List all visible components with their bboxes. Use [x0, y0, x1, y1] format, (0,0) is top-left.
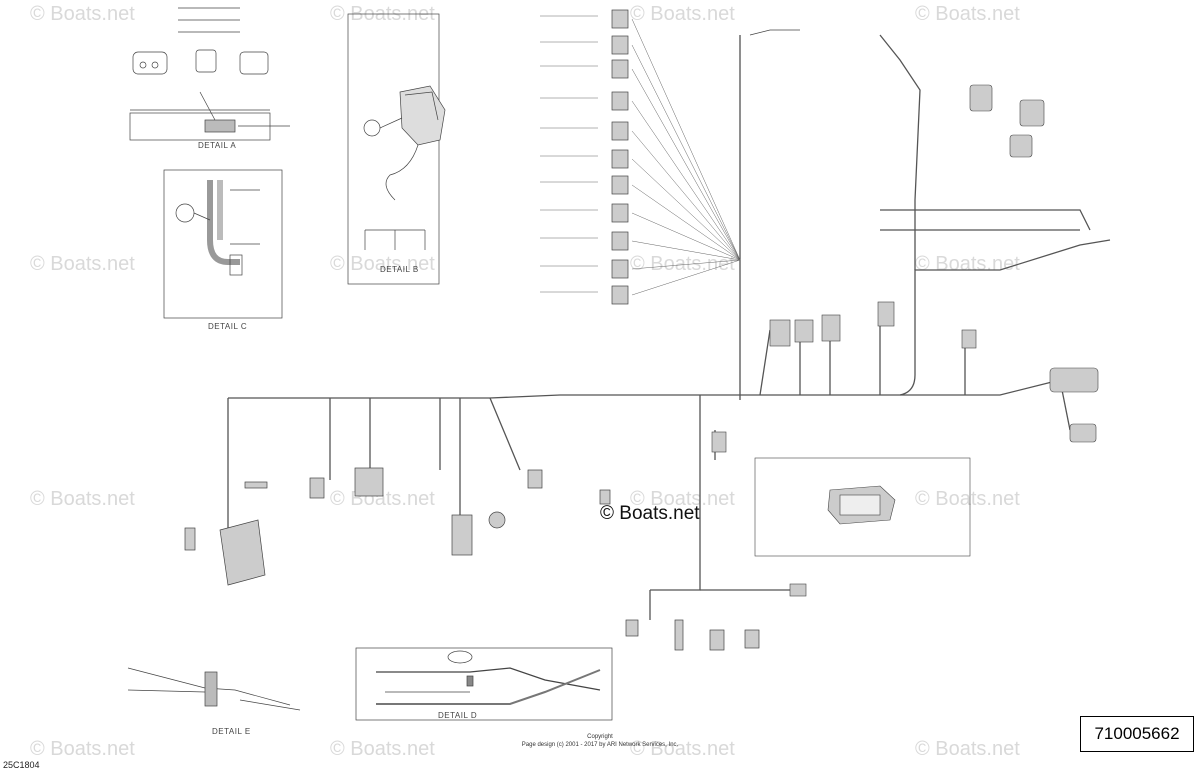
watermark-text: © Boats.net	[30, 3, 135, 25]
detail-c	[163, 169, 283, 319]
leader-line	[631, 18, 741, 261]
copyright-line-2: Page design (c) 2001 - 2017 by ARI Netwo…	[521, 742, 679, 748]
watermark-text: © Boats.net	[630, 738, 735, 760]
connector-symbol	[611, 91, 629, 111]
leader-line	[631, 44, 741, 261]
watermark-text: © Boats.net	[330, 738, 435, 760]
leader-line	[631, 240, 741, 261]
lower-left-components	[184, 467, 543, 586]
detail-e-label: DETAIL E	[212, 727, 251, 736]
reference-code: 25C1804	[3, 760, 40, 770]
leader-line	[631, 259, 741, 296]
watermark-text: © Boats.net	[915, 738, 1020, 760]
connector-symbol	[611, 175, 629, 195]
connector-symbol	[611, 259, 629, 279]
watermark-text: © Boats.net	[630, 488, 735, 510]
detail-d	[355, 647, 613, 721]
watermark-text: © Boats.net	[915, 253, 1020, 275]
center-watermark: © Boats.net	[600, 503, 700, 524]
detail-a-label: DETAIL A	[198, 141, 236, 150]
connector-symbol	[611, 9, 629, 29]
leader-line	[631, 212, 741, 261]
leader-line	[631, 68, 741, 261]
module-box	[754, 457, 971, 557]
detail-e	[127, 667, 301, 711]
watermark-text: © Boats.net	[630, 3, 735, 25]
lower-center-components	[599, 489, 760, 651]
right-connectors	[711, 84, 1099, 597]
connector-symbol	[611, 121, 629, 141]
watermark-text: © Boats.net	[330, 253, 435, 275]
connector-symbol	[611, 149, 629, 169]
watermark-text: © Boats.net	[30, 253, 135, 275]
leader-line	[631, 184, 741, 261]
watermark-text: © Boats.net	[30, 738, 135, 760]
connector-symbol	[611, 231, 629, 251]
leader-line	[631, 259, 741, 270]
watermark-text: © Boats.net	[30, 488, 135, 510]
detail-c-label: DETAIL C	[208, 322, 247, 331]
watermark-layer: © Boats.net© Boats.net© Boats.net© Boats…	[30, 3, 1020, 760]
connector-symbol	[611, 59, 629, 79]
detail-d-label: DETAIL D	[438, 711, 477, 720]
detail-a	[129, 7, 290, 141]
leader-line	[631, 158, 741, 261]
detail-b	[347, 13, 446, 285]
connector-column	[611, 9, 800, 400]
watermark-text: © Boats.net	[915, 3, 1020, 25]
main-harness	[227, 34, 1111, 620]
leader-lines	[540, 15, 741, 296]
leader-line	[631, 100, 741, 261]
part-code-box: 710005662	[1080, 716, 1194, 752]
copyright-line-1: Copyright	[587, 734, 613, 740]
watermark-text: © Boats.net	[630, 253, 735, 275]
watermark-text: © Boats.net	[915, 488, 1020, 510]
leader-line	[631, 130, 741, 261]
connector-symbol	[611, 35, 629, 55]
copyright-block: Copyright Page design (c) 2001 - 2017 by…	[500, 733, 700, 749]
connector-symbol	[611, 203, 629, 223]
connector-symbol	[611, 285, 629, 305]
detail-b-label: DETAIL B	[380, 265, 419, 274]
